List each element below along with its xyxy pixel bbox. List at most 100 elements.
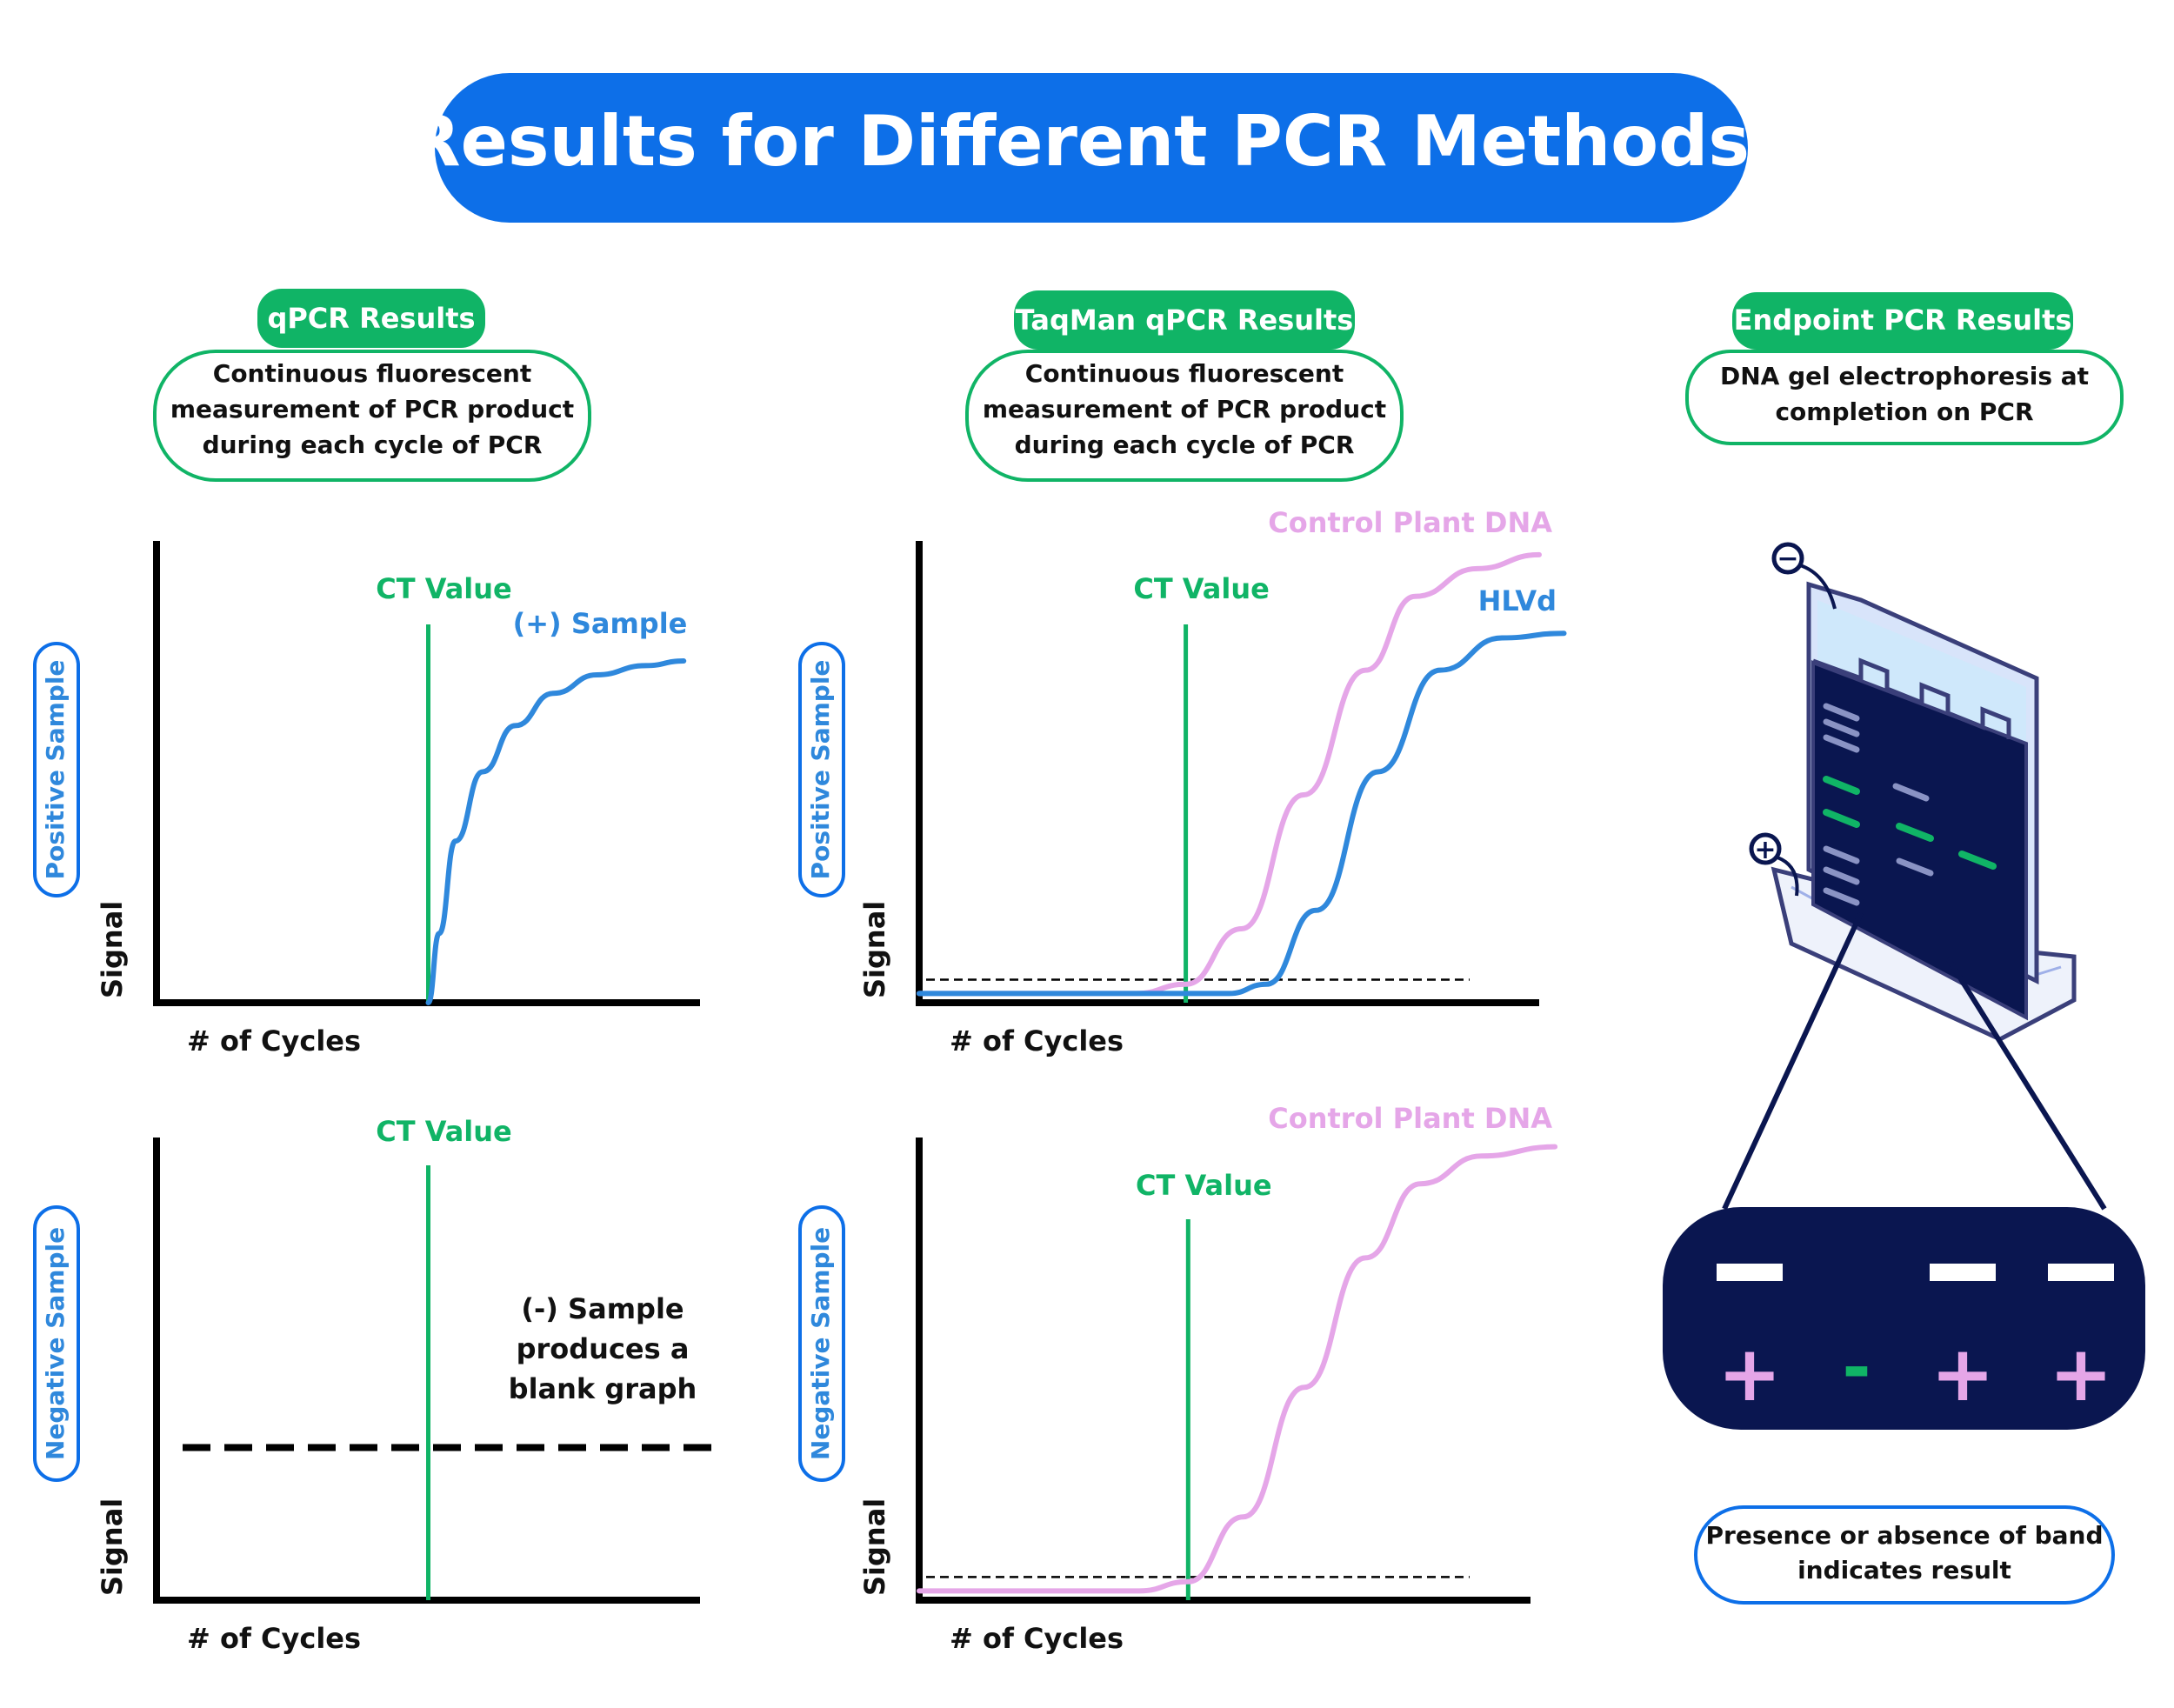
ct-value-label: CT Value: [376, 1115, 512, 1148]
gel-band: [1717, 1264, 1783, 1281]
gel-electrophoresis-tank-icon: − +: [1749, 542, 2077, 1042]
x-axis-label: # of Cycles: [950, 1622, 1124, 1655]
qpcr-column-header: qPCR Results Continuous fluorescent meas…: [153, 289, 591, 482]
endpoint-column-header: Endpoint PCR Results DNA gel electrophor…: [1685, 292, 2124, 445]
taqman-column-header: TaqMan qPCR Results Continuous fluoresce…: [965, 290, 1404, 482]
endpoint-header-pill: [1732, 292, 2073, 350]
series-label: Control Plant DNA: [1268, 506, 1552, 539]
ct-value-label: CT Value: [1136, 1169, 1272, 1202]
electrode-wire: [1777, 856, 1799, 897]
ladder-band: [1823, 703, 1860, 722]
negative-row-label-mid: Negative Sample: [798, 1205, 845, 1482]
band-result-plus: +: [2049, 1329, 2113, 1418]
qpcr-description-box: [153, 350, 591, 482]
endpoint-caption-line: Presence or absence of band: [1706, 1521, 2104, 1550]
electrode-wire: [1799, 564, 1837, 610]
qpcr-positive-chart: # of Cycles Signal CT Value(+) Sample: [96, 541, 700, 1057]
y-axis-label: Signal: [858, 901, 891, 998]
ladder-band: [1823, 734, 1860, 753]
band-result-minus: -: [1842, 1327, 1871, 1408]
ct-value-label: CT Value: [376, 572, 512, 605]
endpoint-caption: Presence or absence of band indicates re…: [1694, 1505, 2115, 1605]
row-label-pill: [33, 642, 80, 897]
series-line: [425, 658, 687, 1005]
series-line: [917, 551, 1542, 997]
negative-row-label-left: Negative Sample: [33, 1205, 80, 1482]
gel-band: [2048, 1264, 2114, 1281]
band-result-plus: +: [1717, 1329, 1782, 1418]
x-axis-label: # of Cycles: [187, 1622, 361, 1655]
series-line: [917, 1144, 1558, 1594]
x-axis-label: # of Cycles: [950, 1024, 1124, 1057]
taqman-description-line: Continuous fluorescent: [1025, 359, 1344, 388]
negative-sample-label: Negative Sample: [806, 1227, 835, 1460]
positive-row-label-left: Positive Sample: [33, 642, 80, 897]
sample-band-green: [1896, 823, 1934, 842]
endpoint-header: Endpoint PCR Results: [1734, 304, 2072, 337]
negative-sample-label: Negative Sample: [41, 1227, 70, 1460]
sample-band-green: [1823, 776, 1860, 795]
y-axis-label: Signal: [858, 1498, 891, 1596]
y-axis-label: Signal: [96, 901, 129, 998]
series-label: HLVd: [1478, 584, 1557, 617]
row-label-pill: [33, 1205, 80, 1482]
gel-zoom-panel: [1663, 1207, 2145, 1430]
page-title: Results for Different PCR Methods: [407, 101, 1750, 182]
qpcr-description-line: Continuous fluorescent: [213, 359, 531, 388]
series-line: [917, 630, 1567, 997]
zoom-line-left: [1722, 911, 1864, 1211]
sample-band: [1892, 783, 1930, 802]
positive-electrode-icon: [1749, 832, 1782, 865]
qpcr-description-line: measurement of PCR product: [170, 395, 574, 424]
ladder-band: [1823, 866, 1860, 885]
endpoint-description-box: [1685, 350, 2124, 445]
taqman-description-line: during each cycle of PCR: [1015, 430, 1355, 459]
chart-annotation-line: produces a: [517, 1332, 690, 1365]
chart-annotation-line: blank graph: [509, 1372, 697, 1405]
ladder-band: [1823, 718, 1860, 737]
y-axis-label: Signal: [96, 1498, 129, 1596]
zoom-line-right: [1945, 957, 2107, 1211]
taqman-header: TaqMan qPCR Results: [1016, 304, 1354, 337]
endpoint-description-line: completion on PCR: [1775, 397, 2033, 426]
negative-electrode-symbol: −: [1777, 544, 1798, 574]
ct-value-label: CT Value: [1133, 572, 1270, 605]
positive-sample-label: Positive Sample: [41, 660, 70, 880]
series-label: (+) Sample: [513, 607, 688, 640]
title-pill: [435, 73, 1748, 223]
qpcr-negative-chart: # of Cycles Signal CT Value (-) Sample produ…: [96, 1115, 713, 1655]
gel-buffer: [1817, 600, 2026, 748]
title-banner: Results for Different PCR Methods: [407, 73, 1750, 223]
positive-electrode-symbol: +: [1754, 835, 1776, 865]
positive-row-label-mid: Positive Sample: [798, 642, 845, 897]
sample-band: [1896, 857, 1934, 877]
taqman-description-line: measurement of PCR product: [983, 395, 1386, 424]
gel-comb: [1812, 657, 2011, 739]
taqman-header-pill: [1014, 290, 1355, 350]
positive-sample-label: Positive Sample: [806, 660, 835, 880]
taqman-description-box: [965, 350, 1404, 482]
ladder-band: [1823, 887, 1860, 906]
endpoint-description-line: DNA gel electrophoresis at: [1720, 362, 2089, 390]
x-axis-label: # of Cycles: [187, 1024, 361, 1057]
sample-band-green: [1823, 809, 1860, 828]
endpoint-caption-line: indicates result: [1797, 1556, 2011, 1585]
sample-band-green: [1958, 851, 1997, 870]
qpcr-header: qPCR Results: [267, 302, 475, 335]
endpoint-caption-box: [1694, 1505, 2115, 1605]
row-label-pill: [798, 642, 845, 897]
gel-zoom-lanes: +-++: [1717, 1264, 2114, 1418]
qpcr-description-line: during each cycle of PCR: [203, 430, 543, 459]
chart-annotation-line: (-) Sample: [521, 1292, 684, 1325]
taqman-positive-chart: # of Cycles Signal CT Value Control Plant D…: [858, 506, 1567, 1057]
series-label: Control Plant DNA: [1268, 1102, 1552, 1135]
negative-electrode-icon: [1771, 542, 1804, 575]
row-label-pill: [798, 1205, 845, 1482]
band-result-plus: +: [1931, 1329, 1995, 1418]
taqman-negative-chart: # of Cycles Signal CT Value Control Plant D…: [858, 1102, 1558, 1655]
ladder-band: [1823, 845, 1860, 864]
gel-band: [1930, 1264, 1996, 1281]
